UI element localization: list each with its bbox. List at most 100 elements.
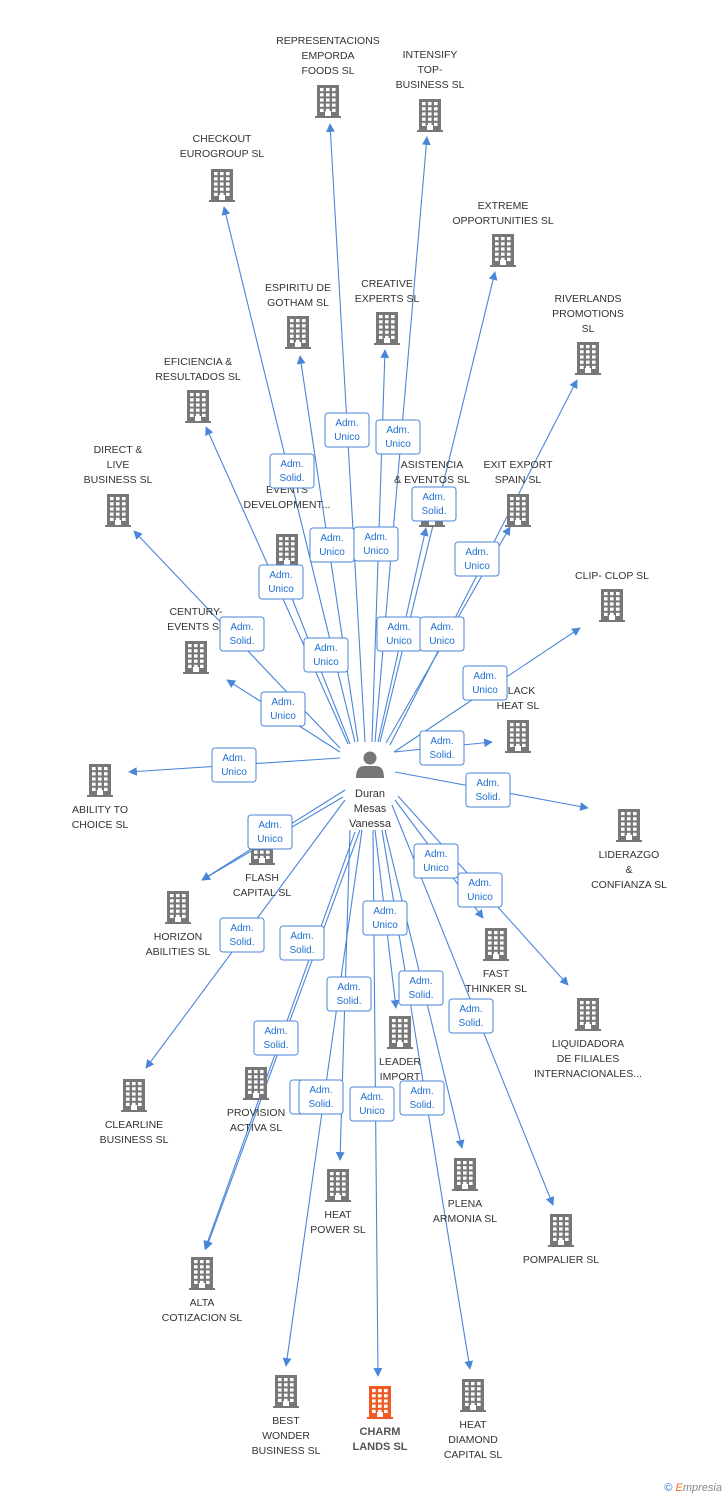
company-label-line: BUSINESS SL [396, 79, 465, 91]
relation-badge-intensify[interactable]: Adm.Unico [375, 419, 421, 455]
relation-label-line: Adm. [269, 570, 292, 581]
relation-label-line: Adm. [320, 533, 343, 544]
building-icon [460, 1379, 486, 1412]
relation-badge-leaderimport[interactable]: Adm.Unico [362, 900, 408, 936]
relation-badge-fastthinker[interactable]: Adm.Unico [413, 843, 459, 879]
building-icon [575, 342, 601, 375]
company-label-line: INTERNACIONALES... [534, 1068, 642, 1080]
building-icon [505, 494, 531, 527]
company-label-line: CAPITAL SL [444, 1449, 503, 1461]
company-node-liquidadora[interactable]: LIQUIDADORA DE FILIALES INTERNACIONALES... [534, 998, 642, 1080]
company-label-line: REPRESENTACIONS [276, 35, 380, 47]
relation-label-line: Adm. [360, 1092, 383, 1103]
relation-label-line: Adm. [337, 982, 360, 993]
relation-badge-pompalier[interactable]: Adm.Solid. [448, 998, 494, 1034]
building-icon [165, 891, 191, 924]
relation-label-line: Adm. [387, 622, 410, 633]
company-label-line: DIRECT & [94, 444, 143, 456]
relation-badge-espiritu[interactable]: Adm.Unico [309, 527, 355, 563]
relation-label-line: Adm. [422, 492, 445, 503]
company-node-century[interactable]: CENTURY-EVENTS SL [167, 606, 225, 674]
company-label-line: CAPITAL SL [233, 887, 292, 899]
relation-badge-asistencia[interactable]: Adm.Unico [376, 616, 422, 652]
company-node-liderazgo[interactable]: LIDERAZGO&CONFIANZA SL [591, 809, 667, 891]
building-icon [285, 316, 311, 349]
relation-label-line: Unico [385, 439, 411, 450]
relation-badge-horizon[interactable]: Adm.Solid. [219, 917, 265, 953]
relation-badge-elite[interactable]: Adm.Unico [303, 637, 349, 673]
relation-badge-direct[interactable]: Adm.Solid. [219, 616, 265, 652]
relation-badge-exitexport[interactable]: Adm.Unico [419, 616, 465, 652]
relation-badge-provision[interactable]: Adm.Solid. [253, 1020, 299, 1056]
company-label-line: TOP- [418, 64, 443, 76]
badges-layer: Adm.UnicoAdm.UnicoAdm.Solid.Adm.Solid.Ad… [211, 412, 511, 1122]
relation-badge-clearline[interactable]: Adm.Solid. [279, 925, 325, 961]
relation-badge-heatpower[interactable]: Adm.Solid. [326, 976, 372, 1012]
company-label-line: EMPORDA [301, 50, 354, 62]
company-node-eficiencia[interactable]: EFICIENCIA &RESULTADOS SL [155, 356, 241, 423]
relation-badge-clipclop[interactable]: Adm.Unico [462, 665, 508, 701]
company-node-pompalier[interactable]: POMPALIER SL [523, 1214, 599, 1266]
relation-badge-flash[interactable]: Adm.Unico [247, 814, 293, 850]
company-label-line: IMPORT [380, 1071, 421, 1083]
relation-badge-century[interactable]: Adm.Unico [260, 691, 306, 727]
relation-badge-plena[interactable]: Adm.Solid. [398, 970, 444, 1006]
company-label-line: LIQUIDADORA [552, 1038, 624, 1050]
company-label-line: RIVERLANDS [554, 293, 621, 305]
relation-badge-ability[interactable]: Adm.Unico [211, 747, 257, 783]
company-label-line: LIVE [107, 459, 130, 471]
relation-badge-checkout[interactable]: Adm.Solid. [269, 453, 315, 489]
relation-badge-heatdiamond[interactable]: Adm.Solid. [399, 1080, 445, 1116]
relation-label-line: Solid. [263, 1040, 288, 1051]
relation-label-line: Solid. [429, 750, 454, 761]
building-icon [548, 1214, 574, 1247]
company-label-line: DE FILIALES [557, 1053, 619, 1065]
relation-badge-creative[interactable]: Adm.Unico [353, 526, 399, 562]
relation-badge-liquidadora[interactable]: Adm.Unico [457, 872, 503, 908]
building-icon [483, 928, 509, 961]
relation-badge-liderazgo[interactable]: Adm.Solid. [465, 772, 511, 808]
company-label-line: ACTIVA SL [230, 1122, 282, 1134]
relation-label-line: Adm. [410, 1086, 433, 1097]
relation-label-line: Unico [423, 863, 449, 874]
company-label-line: EXIT EXPORT [483, 459, 553, 471]
company-label-line: EXTREME [478, 200, 529, 212]
company-label-line: ARMONIA SL [433, 1213, 497, 1225]
relation-badge-riverlands[interactable]: Adm.Unico [454, 541, 500, 577]
relation-badge-charm[interactable]: Adm.Unico [349, 1086, 395, 1122]
company-label-line: POWER SL [310, 1224, 366, 1236]
company-node-clipclop[interactable]: CLIP- CLOP SL [575, 570, 649, 622]
relation-badge-blackheat[interactable]: Adm.Solid. [419, 730, 465, 766]
company-label-line: HEAT SL [497, 700, 540, 712]
relation-badge-representacions[interactable]: Adm.Unico [324, 412, 370, 448]
footer-brand[interactable]: ©Empresia [664, 1482, 722, 1494]
relation-badge-bestwonder[interactable]: Adm.Solid. [298, 1079, 344, 1115]
relation-badge-eficiencia[interactable]: Adm.Unico [258, 564, 304, 600]
relation-label-line: Adm. [309, 1085, 332, 1096]
relation-badge-extreme[interactable]: Adm.Solid. [411, 486, 457, 522]
relation-label-line: Unico [464, 561, 490, 572]
